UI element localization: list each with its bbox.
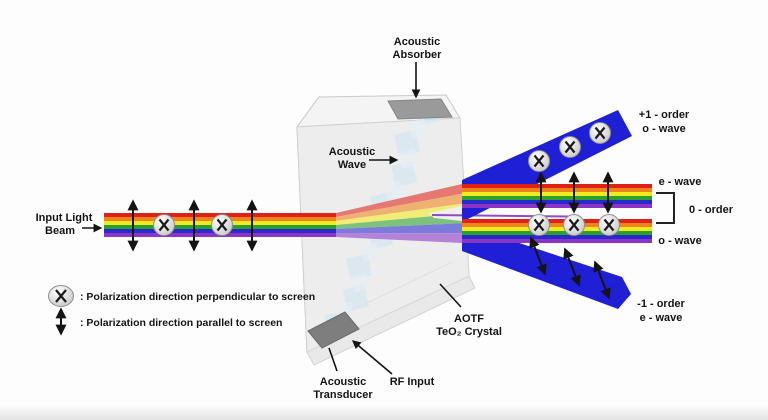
crystal-translucency — [297, 118, 469, 352]
legend-perpendicular-label: : Polarization direction perpendicular t… — [80, 291, 315, 303]
zero-order-bracket — [656, 192, 675, 224]
acoustic-absorber — [387, 98, 453, 120]
transducer-pointer-line — [328, 347, 338, 372]
acoustic-wave-cell — [350, 273, 370, 293]
beam-split-gap — [428, 206, 462, 221]
acoustic-wave-label-line2: Wave — [338, 159, 366, 171]
acoustic-wave-cell — [398, 149, 418, 169]
polarization-perpendicular-marker — [559, 136, 581, 158]
plus1-wave-label: o - wave — [642, 123, 685, 135]
polarization-perpendicular-marker — [598, 214, 620, 236]
violet-gap-line — [431, 214, 571, 218]
crystal-label-line1: AOTF — [454, 313, 484, 325]
transducer-label-line2: Transducer — [313, 389, 373, 401]
zero-order-label: 0 - order — [689, 204, 734, 216]
transducer-label-line1: Acoustic — [320, 376, 366, 388]
crystal-bottom-bevel — [306, 275, 476, 366]
acoustic-wave-label-line1: Acoustic — [329, 146, 375, 158]
rf-input-pointer-arrow — [351, 340, 393, 375]
acoustic-wave-cell — [408, 118, 428, 138]
beam-stripe — [462, 235, 652, 239]
acoustic-wave-cell — [384, 180, 404, 200]
fan-stripe-green — [336, 213, 462, 229]
minus1-wave-label: e - wave — [640, 312, 683, 324]
polarization-perpendicular-marker — [528, 150, 550, 172]
beam-stripe — [462, 231, 652, 235]
beam-stripe — [462, 196, 652, 200]
beam-stripe — [462, 204, 652, 208]
beam-stripe — [462, 184, 652, 188]
minus1-order-label: -1 - order — [637, 298, 685, 310]
beam-stripe — [462, 223, 652, 227]
beam-stripe — [462, 219, 652, 223]
rf-input-label: RF Input — [390, 376, 435, 388]
polarization-perpendicular-marker — [153, 214, 175, 236]
absorber-label-line2: Absorber — [393, 49, 443, 61]
o-wave-label: o - wave — [658, 235, 701, 247]
beam-stripe — [462, 188, 652, 192]
polarization-perpendicular-marker — [528, 214, 550, 236]
fan-stripe-red — [336, 184, 462, 217]
beam-stripe — [462, 200, 652, 204]
absorber-label-line1: Acoustic — [394, 36, 440, 48]
input-beam-label-line2: Beam — [45, 225, 75, 237]
e-wave-beam — [462, 184, 652, 208]
polarization-perpendicular-marker — [589, 122, 611, 144]
beam-stripe — [462, 192, 652, 196]
polarization-perpendicular-marker — [563, 214, 585, 236]
polarization-perpendicular-markers — [153, 122, 620, 236]
acoustic-transducer — [307, 311, 360, 349]
acoustic-wave-cell — [390, 160, 418, 188]
o-wave-beam — [462, 219, 652, 243]
polarization-parallel-marker — [593, 260, 611, 300]
fan-stripe-yellow — [336, 203, 462, 225]
beam-stripe — [462, 227, 652, 231]
beam-fan-inside-crystal — [336, 184, 462, 243]
polarization-perpendicular-marker — [211, 214, 233, 236]
crystal-label-line2: TeO₂ Crystal — [436, 326, 502, 338]
fan-stripe-orange — [336, 193, 462, 221]
acoustic-wave-cell — [360, 242, 380, 262]
legend-perpendicular-symbol — [48, 285, 74, 307]
polarization-parallel-marker — [563, 247, 581, 287]
fan-stripe-blue — [336, 223, 462, 234]
polarization-parallel-marker — [529, 236, 547, 276]
bottom-shading — [0, 404, 768, 420]
input-beam-label-line1: Input Light — [36, 212, 93, 224]
plus1-order-label: +1 - order — [639, 109, 690, 121]
fan-stripe-violet — [336, 233, 462, 243]
beam-stripe — [462, 239, 652, 243]
e-wave-label: e - wave — [659, 176, 702, 188]
crystal-pointer-line — [439, 283, 462, 308]
legend-parallel-label: : Polarization direction parallel to scr… — [80, 317, 282, 329]
